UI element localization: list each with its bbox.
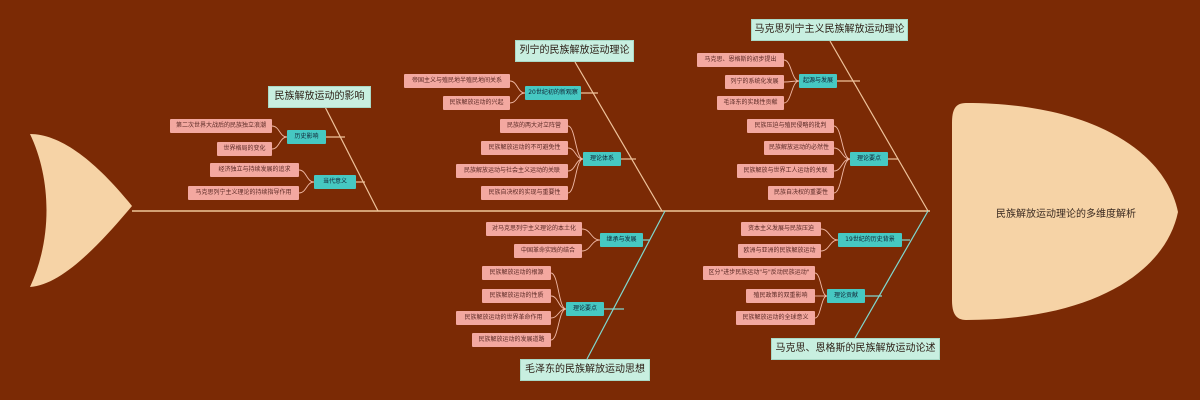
leaf-link bbox=[833, 158, 851, 194]
leaf-node[interactable]: 民族解放运动的世界革命作用 bbox=[456, 311, 551, 325]
leaf-link bbox=[814, 295, 828, 319]
branch-bone bbox=[586, 210, 666, 360]
leaf-link bbox=[833, 125, 851, 160]
leaf-node[interactable]: 民族压迫与殖民侵略的批判 bbox=[747, 119, 834, 133]
leaf-node[interactable]: 区分"进步民族运动"与"反动民族运动" bbox=[703, 266, 815, 280]
leaf-link bbox=[550, 272, 567, 310]
leaf-link bbox=[550, 295, 567, 310]
leaf-link bbox=[567, 147, 584, 160]
leaf-link bbox=[820, 239, 839, 252]
leaf-node[interactable]: 民族解放运动的必然性 bbox=[764, 141, 834, 155]
branch-bone bbox=[574, 61, 663, 212]
leaf-node[interactable]: 第二次世界大战后的民族独立浪潮 bbox=[170, 119, 272, 133]
leaf-node[interactable]: 世界格局的变化 bbox=[217, 142, 272, 156]
leaf-node[interactable]: 中国革命实践的结合 bbox=[514, 244, 582, 258]
leaf-link bbox=[581, 228, 601, 241]
branch-bone bbox=[854, 210, 929, 339]
leaf-node[interactable]: 民族解放运动与社会主义运动的关联 bbox=[456, 164, 568, 178]
branch-title[interactable]: 列宁的民族解放运动理论 bbox=[515, 40, 634, 62]
leaf-link bbox=[567, 158, 584, 194]
leaf-node[interactable]: 民族解放运动的根源 bbox=[482, 266, 551, 280]
leaf-link bbox=[271, 125, 288, 138]
leaf-link bbox=[298, 181, 315, 194]
group-node[interactable]: 20世纪初的新观察 bbox=[525, 86, 581, 100]
leaf-link bbox=[581, 239, 601, 252]
leaf-node[interactable]: 民族解放运动的性质 bbox=[482, 289, 551, 303]
group-node[interactable]: 19世纪的历史背景 bbox=[838, 233, 902, 247]
branch-title[interactable]: 毛泽东的民族解放运动思想 bbox=[520, 359, 650, 381]
branch-bone bbox=[829, 40, 929, 212]
leaf-link bbox=[833, 147, 851, 160]
leaf-node[interactable]: 民族解放运动的兴起 bbox=[443, 96, 510, 110]
leaf-node[interactable]: 马克思列宁主义理论的持续指导作用 bbox=[188, 186, 299, 200]
branch-title[interactable]: 民族解放运动的影响 bbox=[268, 86, 371, 108]
leaf-node[interactable]: 经济独立与持续发展的追求 bbox=[210, 163, 299, 177]
branch-bone bbox=[319, 96, 379, 212]
leaf-node[interactable]: 对马克思列宁主义理论的本土化 bbox=[486, 222, 582, 236]
group-node[interactable]: 理论贡献 bbox=[827, 289, 865, 303]
central-topic[interactable]: 民族解放运动理论的多维度解析 bbox=[996, 208, 1136, 220]
leaf-link bbox=[783, 59, 800, 82]
leaf-node[interactable]: 民族的两大对立阵营 bbox=[500, 119, 568, 133]
group-node[interactable]: 理论要点 bbox=[850, 152, 888, 166]
leaf-node[interactable]: 马克思、恩格斯的初步提出 bbox=[697, 53, 784, 67]
group-node[interactable]: 当代意义 bbox=[314, 175, 356, 189]
group-node[interactable]: 起源与发展 bbox=[799, 74, 837, 88]
leaf-link bbox=[567, 125, 584, 160]
leaf-link bbox=[271, 136, 288, 150]
leaf-node[interactable]: 殖民政策的双重影响 bbox=[746, 289, 815, 303]
leaf-node[interactable]: 民族自决权的实现与重要性 bbox=[481, 186, 568, 200]
leaf-node[interactable]: 民族解放运动的不可避免性 bbox=[481, 141, 568, 155]
group-node[interactable]: 继承与发展 bbox=[600, 233, 643, 247]
group-node[interactable]: 历史影响 bbox=[287, 130, 326, 144]
fish-head bbox=[952, 103, 1178, 320]
leaf-link bbox=[820, 228, 839, 241]
leaf-link bbox=[509, 80, 526, 94]
leaf-link bbox=[298, 169, 315, 183]
branch-title[interactable]: 马克思列宁主义民族解放运动理论 bbox=[751, 19, 908, 41]
group-node[interactable]: 理论要点 bbox=[566, 302, 604, 316]
leaf-link bbox=[814, 272, 828, 297]
leaf-node[interactable]: 资本主义发展与民族压迫 bbox=[741, 222, 821, 236]
leaf-node[interactable]: 毛泽东的实践性贡献 bbox=[717, 96, 784, 110]
leaf-node[interactable]: 帝国主义与殖民地半殖民地间关系 bbox=[404, 74, 510, 88]
leaf-node[interactable]: 民族解放与世界工人运动的关联 bbox=[737, 164, 834, 178]
leaf-node[interactable]: 民族解放运动的全球意义 bbox=[736, 311, 815, 325]
branch-title[interactable]: 马克思、恩格斯的民族解放运动论述 bbox=[771, 338, 940, 360]
leaf-link bbox=[509, 92, 526, 104]
group-node[interactable]: 理论体系 bbox=[583, 152, 621, 166]
fish-tail bbox=[30, 134, 132, 287]
leaf-node[interactable]: 民族自决权的重要性 bbox=[768, 186, 834, 200]
leaf-node[interactable]: 欧洲与亚洲的民族解放运动 bbox=[738, 244, 821, 258]
leaf-link bbox=[550, 308, 567, 341]
leaf-node[interactable]: 列宁的系统化发展 bbox=[725, 75, 784, 89]
leaf-link bbox=[783, 80, 800, 104]
leaf-node[interactable]: 民族解放运动的发展道路 bbox=[472, 333, 551, 347]
